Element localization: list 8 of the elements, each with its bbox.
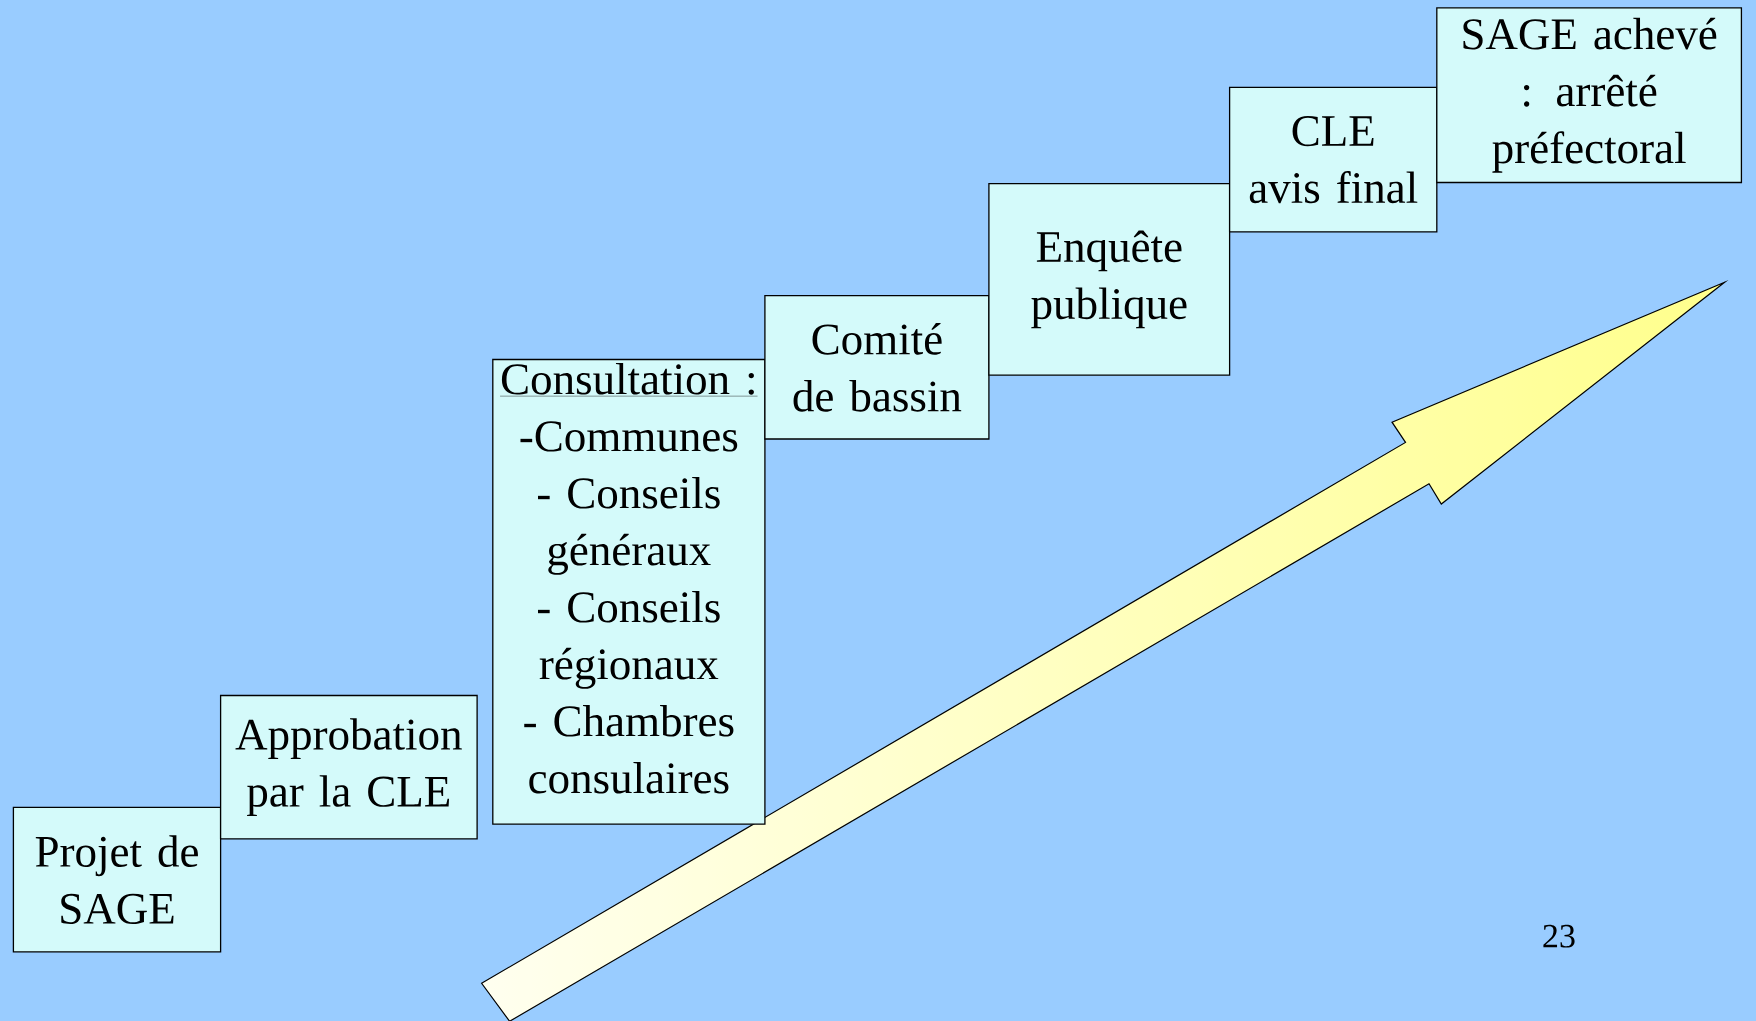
step-box: CLE avis final	[1228, 86, 1438, 233]
step-box: Enquête publique	[988, 183, 1231, 376]
step-box: Projet de SAGE	[12, 806, 222, 953]
page-number: 23	[1543, 924, 1575, 948]
step-box: Approbation par la CLE	[219, 694, 478, 840]
step-box: Consultation : -Communes - Conseils généraux - Conseils régionaux - Chambres consulaires	[492, 358, 766, 825]
step-box: SAGE achevé : arrêté préfectoral	[1436, 7, 1743, 184]
step-box: Comité de bassin	[764, 295, 990, 440]
